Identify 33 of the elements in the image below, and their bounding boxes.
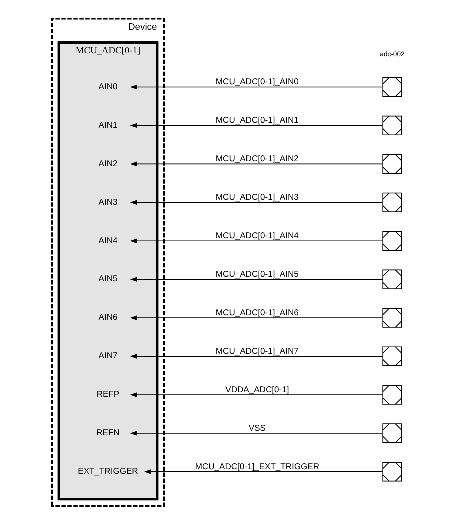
arrow [130, 431, 383, 436]
node-text: AIN4 [98, 235, 118, 246]
arrow [130, 200, 383, 206]
edge-label: MCU_ADC[0-1]_AIN4 [215, 230, 298, 241]
node-text: EXT_TRIGGER [78, 466, 138, 476]
edge-label: MCU_ADC[0-1]_AIN5 [215, 269, 298, 280]
edge-label: MCU_ADC[0-1]_EXT_TRIGGER [194, 461, 320, 472]
arrow [130, 392, 383, 398]
edge-label: MCU_ADC[0-1]_AIN1 [215, 115, 298, 126]
edge-label: MCU_ADC[0-1]_AIN3 [215, 192, 298, 202]
node-text: AIN1 [98, 120, 118, 130]
node-text: AIN6 [98, 312, 118, 322]
arrow [144, 470, 383, 474]
node-text: AIN0 [98, 81, 118, 92]
node-text: REFN [96, 428, 120, 438]
edge-label: MCU_ADC[0-1]_AIN2 [215, 154, 298, 164]
arrow [130, 162, 383, 167]
node-text: AIN3 [98, 196, 118, 207]
arrow [130, 238, 383, 244]
arrow [130, 316, 383, 320]
edge-label: VDDA_ADC[0-1] [225, 384, 289, 394]
edge-label: MCU_ADC[0-1]_AIN6 [215, 308, 298, 318]
arrow [130, 84, 383, 90]
node-text: AIN5 [98, 274, 118, 284]
arrow [130, 354, 383, 359]
edge-label: MCU_ADC[0-1]_AIN0 [215, 76, 298, 87]
node-text: REFP [96, 389, 120, 400]
node-text: AIN7 [98, 350, 118, 361]
arrow [130, 123, 383, 128]
edge-label: VSS [248, 422, 266, 433]
edge-label: MCU_ADC[0-1]_AIN7 [215, 346, 298, 356]
node-text: AIN2 [98, 158, 118, 168]
arrow [130, 277, 383, 282]
